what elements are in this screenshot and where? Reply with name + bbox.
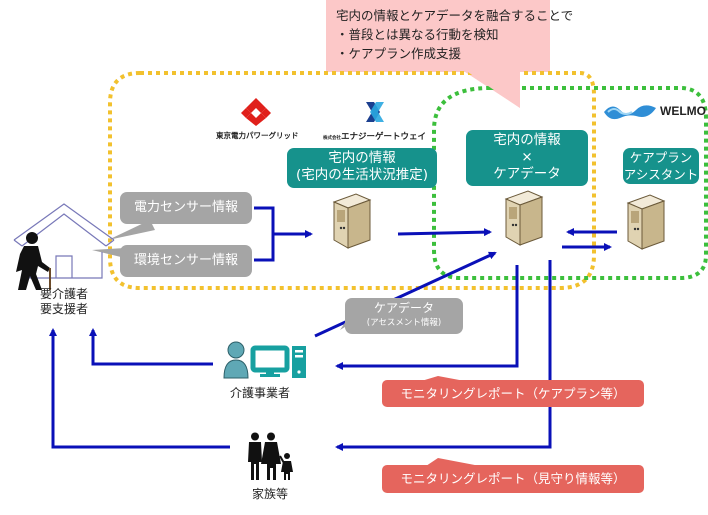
care-recipient-line-1: 要介護者 bbox=[40, 287, 89, 301]
home-info-server-icon bbox=[332, 193, 372, 249]
fusion-box: 宅内の情報 × ケアデータ bbox=[466, 130, 588, 186]
fusion-title: 宅内の情報 bbox=[493, 132, 561, 148]
callout-line-3: ・ケアプラン作成支援 bbox=[336, 46, 462, 61]
energy-gateway-logo: 株式会社エナジーゲートウェイ bbox=[322, 98, 427, 142]
welmo-logo-icon bbox=[604, 105, 656, 120]
assistant-line-2: アシスタント bbox=[623, 167, 699, 182]
report-careplan-label: モニタリングレポート（ケアプラン等） bbox=[400, 386, 626, 401]
care-provider-label: 介護事業者 bbox=[230, 386, 291, 400]
care-data-subtitle: (アセスメント情報) bbox=[366, 318, 442, 328]
report-watch-box: モニタリングレポート（見守り情報等） bbox=[382, 465, 644, 493]
welmo-logo: WELMO bbox=[602, 100, 706, 124]
assistant-line-1: ケアプラン bbox=[629, 150, 693, 165]
power-sensor-tail bbox=[108, 220, 155, 240]
care-data-box: ケアデータ (アセスメント情報) bbox=[345, 298, 463, 334]
fusion-subtitle: ケアデータ bbox=[493, 166, 561, 182]
elderly-person-icon bbox=[16, 232, 51, 290]
family-label: 家族等 bbox=[252, 487, 289, 501]
careplan-assistant-server-icon bbox=[626, 194, 666, 250]
fusion-times: × bbox=[521, 149, 533, 165]
fusion-server-icon bbox=[504, 190, 544, 246]
sensor-bracket bbox=[254, 206, 275, 262]
tepco-logo-icon bbox=[241, 98, 271, 126]
report-to-provider-line bbox=[335, 265, 519, 370]
callout-line-2: ・普段とは異なる行動を検知 bbox=[336, 27, 499, 42]
tepco-logo: 東京電力パワーグリッド bbox=[216, 98, 299, 141]
report-careplan-box: モニタリングレポート（ケアプラン等） bbox=[382, 380, 644, 407]
report-watch-tail bbox=[426, 458, 480, 466]
power-sensor-box: 電力センサー情報 bbox=[120, 192, 252, 224]
energy-gateway-logo-text: エナジーゲートウェイ bbox=[340, 132, 426, 142]
family-to-recipient-arrow bbox=[49, 328, 230, 449]
care-provider-icon bbox=[223, 341, 306, 379]
care-recipient-line-2: 要支援者 bbox=[40, 302, 89, 316]
tepco-region-border bbox=[108, 71, 596, 290]
callout-text: 宅内の情報とケアデータを融合することで ・普段とは異なる行動を検知 ・ケアプラン… bbox=[336, 6, 573, 63]
report-watch-label: モニタリングレポート（見守り情報等） bbox=[400, 471, 626, 486]
power-sensor-label: 電力センサー情報 bbox=[133, 200, 238, 215]
provider-to-recipient-arrow bbox=[89, 328, 213, 366]
report-to-family-line bbox=[335, 260, 552, 451]
server-to-fusion-arrow bbox=[397, 228, 492, 237]
home-info-title: 宅内の情報 bbox=[328, 150, 396, 166]
env-sensor-tail bbox=[92, 248, 125, 258]
energy-gateway-logo-icon bbox=[365, 102, 384, 122]
care-data-title: ケアデータ bbox=[373, 301, 434, 315]
welmo-logo-text: WELMO bbox=[660, 104, 706, 118]
house-icon bbox=[13, 203, 115, 279]
energy-gateway-prefix: 株式会社 bbox=[322, 136, 341, 141]
env-sensor-label: 環境センサー情報 bbox=[133, 253, 238, 268]
callout-line-1: 宅内の情報とケアデータを融合することで bbox=[336, 8, 574, 23]
home-info-box: 宅内の情報 (宅内の生活状況推定) bbox=[287, 148, 437, 188]
careplan-assistant-box: ケアプラン アシスタント bbox=[623, 148, 699, 184]
env-sensor-box: 環境センサー情報 bbox=[120, 245, 252, 277]
welmo-region-border bbox=[432, 86, 708, 280]
home-info-subtitle: (宅内の生活状況推定) bbox=[295, 167, 429, 183]
family-icon bbox=[248, 432, 293, 480]
care-recipient-label: 要介護者 要支援者 bbox=[40, 287, 88, 317]
tepco-logo-text: 東京電力パワーグリッド bbox=[216, 131, 299, 140]
